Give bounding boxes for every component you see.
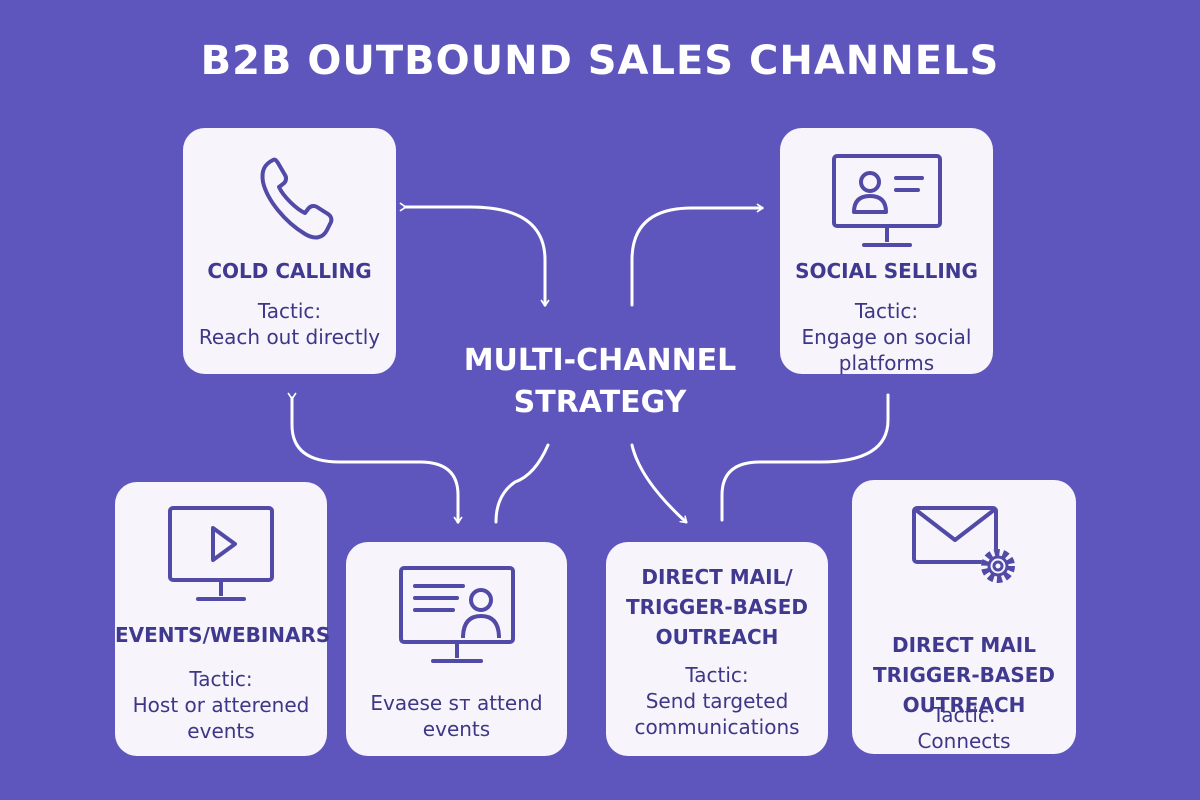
arrow-cold-calling-center bbox=[399, 202, 550, 307]
profile-monitor-icon bbox=[780, 150, 993, 255]
tactic-line: Tactic: bbox=[932, 703, 996, 727]
tactic-line: Tactic: bbox=[257, 299, 322, 323]
tactic-line: Host or atterened bbox=[132, 693, 310, 717]
card-title-line: COLD CALLING bbox=[207, 259, 372, 283]
tactic-line: Tactic: bbox=[189, 667, 253, 691]
tactic-line: Engage on social bbox=[801, 325, 972, 349]
card-tactic: Evaese sт attend events bbox=[346, 690, 567, 742]
tactic-line: Send targeted bbox=[645, 689, 789, 713]
arrow-social-directmail bbox=[720, 393, 890, 522]
phone-icon bbox=[183, 150, 396, 250]
card-tactic: Tactic: Host or atterened events bbox=[115, 666, 327, 744]
center-strategy-label: MULTI-CHANNEL STRATEGY bbox=[440, 340, 760, 424]
tactic-line: events bbox=[187, 719, 255, 743]
diagram-title: B2B OUTBOUND SALES CHANNELS bbox=[200, 38, 1000, 84]
center-line2: STRATEGY bbox=[513, 385, 687, 420]
card-tactic: Tactic: Connects bbox=[852, 702, 1076, 754]
card-tactic: Tactic: Engage on social platforms bbox=[780, 298, 993, 376]
tactic-line: events bbox=[422, 717, 491, 741]
card-title: COLD CALLING bbox=[183, 256, 396, 286]
card-title-line: EVENTS/WEBINARS bbox=[115, 623, 331, 647]
arrow-center-webinar bbox=[494, 443, 550, 524]
card-title-line: TRIGGER-BASED bbox=[872, 663, 1056, 687]
card-direct-mail-outreach: DIRECT MAIL/ TRIGGER-BASED OUTREACH Tact… bbox=[606, 542, 828, 756]
arrow-center-directmail bbox=[630, 443, 688, 524]
card-title-line: OUTREACH bbox=[902, 693, 1026, 717]
webinar-monitor-icon bbox=[346, 564, 567, 670]
card-title: DIRECT MAIL TRIGGER-BASED OUTREACH bbox=[852, 630, 1076, 720]
video-play-monitor-icon bbox=[115, 504, 327, 604]
card-cold-calling: COLD CALLING Tactic: Reach out directly bbox=[183, 128, 396, 374]
card-tactic: Tactic: Reach out directly bbox=[183, 298, 396, 350]
card-title: DIRECT MAIL/ TRIGGER-BASED OUTREACH bbox=[606, 562, 828, 652]
card-direct-mail-trigger: DIRECT MAIL TRIGGER-BASED OUTREACH Tacti… bbox=[852, 480, 1076, 754]
card-title-line: DIRECT MAIL bbox=[892, 633, 1036, 657]
tactic-line: Tactic: bbox=[854, 299, 919, 323]
card-title-line: OUTREACH bbox=[655, 625, 779, 649]
tactic-line: platforms bbox=[838, 351, 935, 375]
arrow-coldcalling-webinar bbox=[287, 392, 463, 524]
tactic-line: Reach out directly bbox=[198, 325, 381, 349]
card-title-line: DIRECT MAIL/ bbox=[641, 565, 793, 589]
card-webinar-presenter: Evaese sт attend events bbox=[346, 542, 567, 756]
tactic-line: Tactic: bbox=[685, 663, 749, 687]
card-title: EVENTS/WEBINARS bbox=[115, 620, 331, 650]
card-title-line: SOCIAL SELLING bbox=[795, 259, 978, 283]
mail-gear-icon bbox=[852, 500, 1076, 595]
tactic-line: communications bbox=[634, 715, 800, 739]
card-social-selling: SOCIAL SELLING Tactic: Engage on social … bbox=[780, 128, 993, 376]
tactic-line: Connects bbox=[917, 729, 1011, 753]
center-line1: MULTI-CHANNEL bbox=[463, 343, 737, 378]
card-events-webinars: EVENTS/WEBINARS Tactic: Host or atterene… bbox=[115, 482, 331, 756]
arrow-center-social bbox=[630, 203, 764, 307]
card-tactic: Tactic: Send targeted communications bbox=[606, 662, 828, 740]
card-title: SOCIAL SELLING bbox=[780, 256, 993, 286]
tactic-line: Evaese sт attend bbox=[370, 691, 543, 715]
card-title-line: TRIGGER-BASED bbox=[625, 595, 809, 619]
